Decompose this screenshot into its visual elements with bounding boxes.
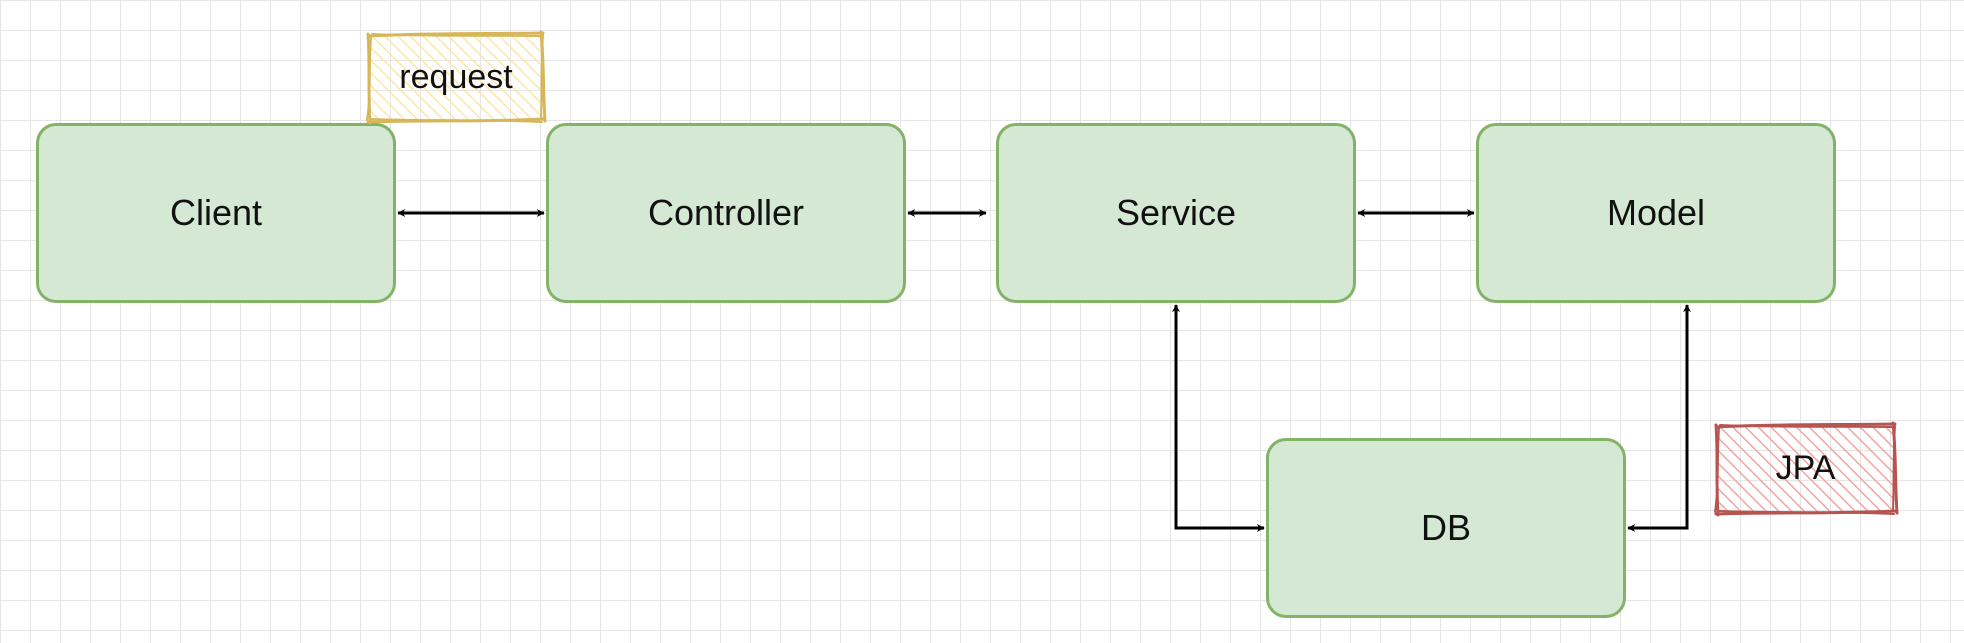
service-node[interactable]: Service bbox=[996, 123, 1356, 303]
client-node[interactable]: Client bbox=[36, 123, 396, 303]
jpa-note[interactable]: JPA bbox=[1713, 421, 1899, 517]
edge-model-db[interactable] bbox=[1627, 304, 1691, 532]
jpa-note-label: JPA bbox=[1775, 449, 1836, 487]
service-label: Service bbox=[1115, 192, 1237, 233]
client-label: Client bbox=[169, 192, 263, 233]
model-node[interactable]: Model bbox=[1476, 123, 1836, 303]
controller-node[interactable]: Controller bbox=[546, 123, 906, 303]
db-node[interactable]: DB bbox=[1266, 438, 1626, 618]
request-note-sketch bbox=[366, 30, 547, 125]
db-label: DB bbox=[1420, 507, 1471, 548]
controller-label: Controller bbox=[647, 192, 805, 233]
request-note-label: request bbox=[399, 58, 513, 96]
model-label: Model bbox=[1606, 192, 1706, 233]
jpa-note-sketch bbox=[1714, 421, 1899, 517]
edge-service-db[interactable] bbox=[1172, 304, 1265, 532]
request-note[interactable]: request bbox=[366, 30, 547, 125]
